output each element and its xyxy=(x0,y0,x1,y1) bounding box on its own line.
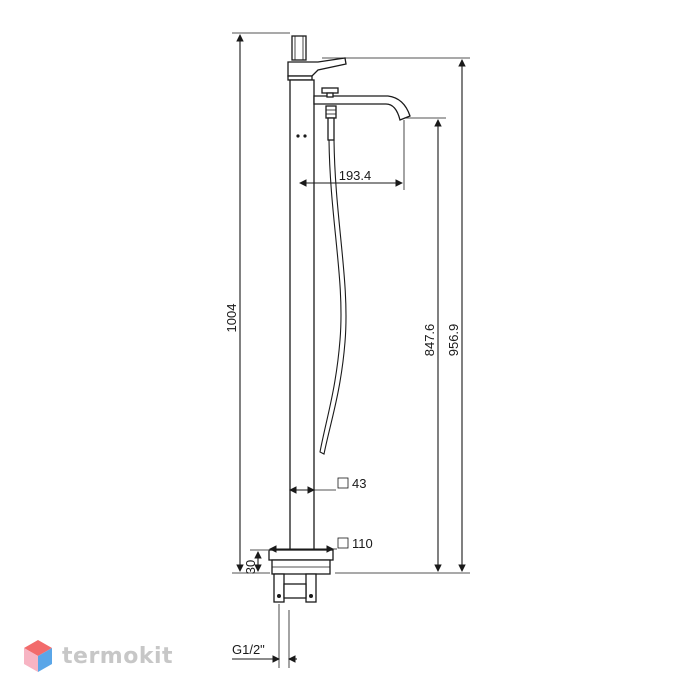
base-plate xyxy=(268,549,334,561)
dim-total-height: 1004 xyxy=(224,304,239,333)
dim-connection: G1/2" xyxy=(232,642,265,657)
mixer-lever xyxy=(287,57,347,77)
dim-top-height: 956.9 xyxy=(446,324,461,357)
square-symbol-icon xyxy=(337,537,349,549)
dimension-lines: 1004 30 956.9 847.6 193.4 43 110 G1 xyxy=(224,32,470,668)
spout xyxy=(313,95,411,121)
dim-column-square: 43 xyxy=(352,476,366,491)
shower-head xyxy=(291,35,307,61)
dim-spout-height: 847.6 xyxy=(422,324,437,357)
diverter-knob xyxy=(321,87,339,94)
dim-base-square: 110 xyxy=(352,536,373,551)
brand-logo[interactable]: termokit xyxy=(22,634,173,678)
termokit-logo-icon xyxy=(24,640,52,672)
square-symbol-icon xyxy=(337,477,349,489)
dim-base-height: 30 xyxy=(243,560,258,574)
faucet-body xyxy=(268,35,411,603)
logo-text: termokit xyxy=(62,643,174,669)
dim-spout-reach: 193.4 xyxy=(339,168,372,183)
shower-hose xyxy=(319,139,347,455)
column xyxy=(289,79,315,551)
